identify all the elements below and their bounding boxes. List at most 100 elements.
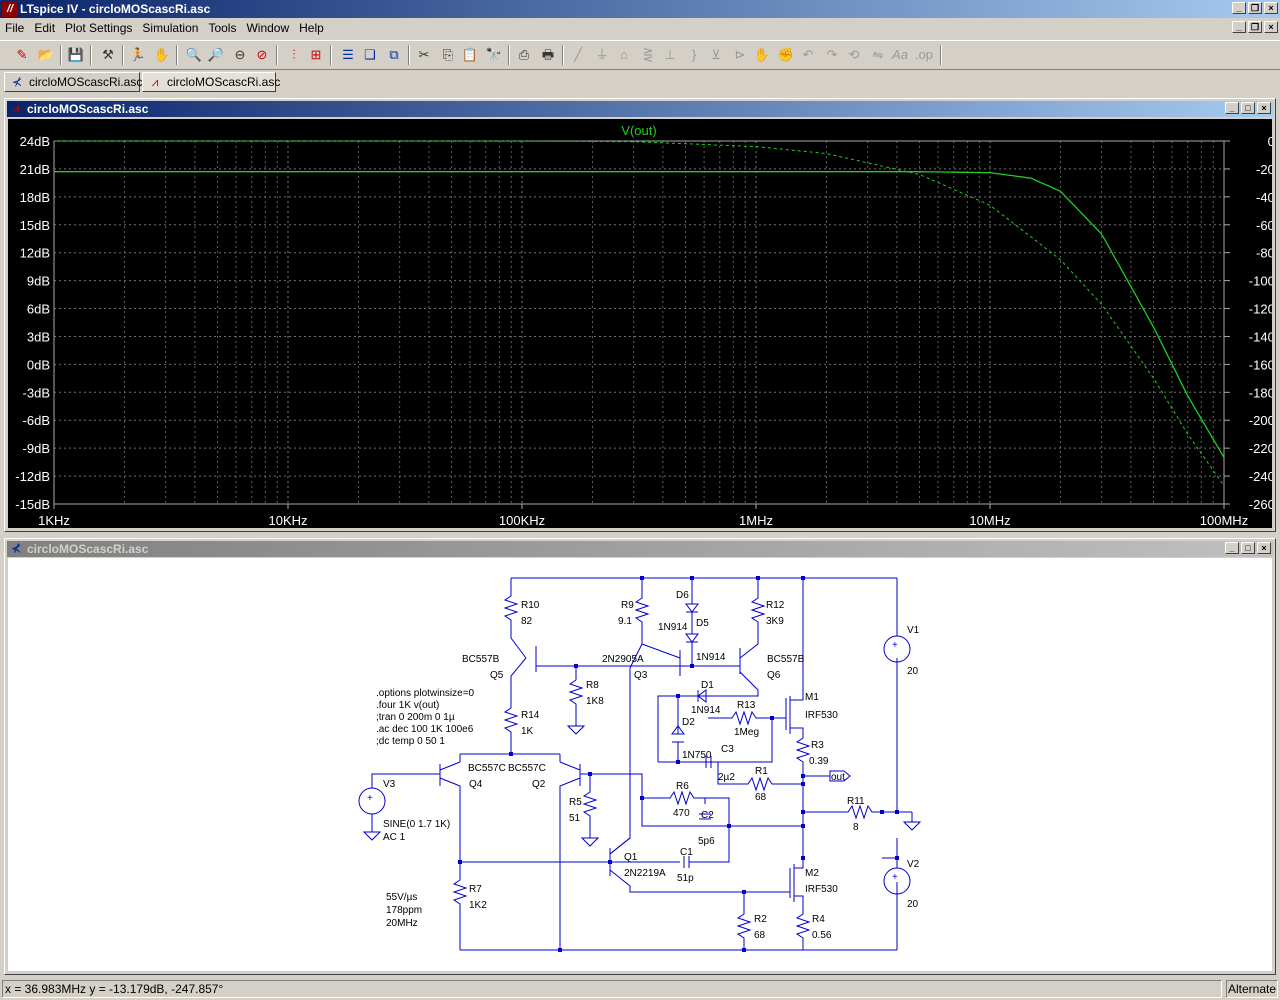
tab-waveform[interactable]: ⩘ circloMOScascRi.asc <box>142 72 280 92</box>
note-text[interactable]: 178ppm <box>386 905 422 916</box>
paste-icon[interactable]: 📋 <box>461 47 479 62</box>
value-R14[interactable]: 1K <box>521 726 534 737</box>
label-Q2[interactable]: Q2 <box>532 779 546 790</box>
value-R6[interactable]: 470 <box>673 808 690 819</box>
cut-icon[interactable]: ✂ <box>418 47 430 62</box>
label-icon[interactable]: ⌂ <box>620 47 628 62</box>
open-icon[interactable]: 📂 <box>37 47 55 62</box>
spice-directive[interactable]: .ac dec 100 1K 100e6 <box>376 724 474 735</box>
halt-icon[interactable]: ✋ <box>153 47 171 62</box>
menu-simulation[interactable]: Simulation <box>142 21 199 35</box>
zoom-in-icon[interactable]: 🔍 <box>185 47 203 62</box>
value-C2[interactable]: 5p6 <box>698 836 715 847</box>
capacitor-icon[interactable]: ⊥ <box>664 47 676 62</box>
print-icon[interactable]: 🖶 <box>541 47 555 62</box>
new-schematic-icon[interactable]: ✎ <box>16 47 28 62</box>
redo-icon[interactable]: ↷ <box>826 47 838 62</box>
schem-close-button[interactable]: × <box>1257 542 1271 554</box>
value-C1[interactable]: 51p <box>677 873 694 884</box>
label-R3[interactable]: R3 <box>811 740 824 751</box>
component-icon[interactable]: ⊳ <box>734 47 746 62</box>
spice-comment[interactable]: ;dc temp 0 50 1 <box>376 736 445 747</box>
label-R9[interactable]: R9 <box>621 600 634 611</box>
label-R11[interactable]: R11 <box>847 796 865 807</box>
schematic-drawing[interactable]: R10 82 R9 9.1 D6 1N914 D5 1N914 R12 3K9 … <box>8 558 1272 971</box>
undo-icon[interactable]: ↶ <box>802 47 814 62</box>
value-R9[interactable]: 9.1 <box>618 616 632 627</box>
out-net-label[interactable]: out <box>831 772 845 783</box>
mdi-close-button[interactable]: × <box>1264 21 1278 33</box>
v3-ac-label[interactable]: AC 1 <box>383 832 406 843</box>
label-R7[interactable]: R7 <box>469 884 482 895</box>
value-D5[interactable]: 1N914 <box>696 652 726 663</box>
label-R12[interactable]: R12 <box>766 600 785 611</box>
value-V1[interactable]: 20 <box>907 666 919 677</box>
label-R1[interactable]: R1 <box>755 766 768 777</box>
label-D6[interactable]: D6 <box>676 590 689 601</box>
value-V3[interactable]: SINE(0 1.7 1K) <box>383 819 450 830</box>
value-M1[interactable]: IRF530 <box>805 710 838 721</box>
control-panel-icon[interactable]: ⚒ <box>102 47 114 62</box>
note-text[interactable]: 55V/µs <box>386 892 417 903</box>
tile-icon[interactable]: ☰ <box>342 47 354 62</box>
menu-edit[interactable]: Edit <box>34 21 56 35</box>
label-Q3[interactable]: Q3 <box>634 670 648 681</box>
zoom-cancel-icon[interactable]: ⊘ <box>256 47 268 62</box>
value-R1[interactable]: 68 <box>755 792 767 803</box>
value-R2[interactable]: 68 <box>754 930 766 941</box>
value-R5[interactable]: 51 <box>569 813 581 824</box>
value-Q3[interactable]: 2N2905A <box>602 654 644 665</box>
label-R2[interactable]: R2 <box>754 914 767 925</box>
menu-plot-settings[interactable]: Plot Settings <box>65 21 133 35</box>
copy-icon[interactable]: ⎘ <box>442 47 454 62</box>
label-R10[interactable]: R10 <box>521 600 540 611</box>
label-C2[interactable]: C2 <box>701 810 714 821</box>
close-all-icon[interactable]: ⧉ <box>389 47 399 62</box>
label-R13[interactable]: R13 <box>737 700 756 711</box>
label-R5[interactable]: R5 <box>569 797 582 808</box>
value-R11[interactable]: 8 <box>853 822 859 833</box>
label-Q5[interactable]: Q5 <box>490 670 504 681</box>
menu-window[interactable]: Window <box>246 21 290 35</box>
minimize-button[interactable]: _ <box>1232 2 1246 14</box>
spice-directive[interactable]: .options plotwinsize=0 <box>376 688 475 699</box>
label-V3[interactable]: V3 <box>383 779 396 790</box>
menu-file[interactable]: File <box>5 21 25 35</box>
label-Q4[interactable]: Q4 <box>469 779 483 790</box>
label-D5[interactable]: D5 <box>696 618 709 629</box>
schem-maximize-button[interactable]: □ <box>1241 542 1255 554</box>
value-D1[interactable]: 1N914 <box>691 705 721 716</box>
spice-directive-icon[interactable]: .op <box>914 47 934 62</box>
value-M2[interactable]: IRF530 <box>805 884 838 895</box>
tab-schematic[interactable]: ⊀ circloMOScascRi.asc <box>4 72 142 92</box>
label-R8[interactable]: R8 <box>586 680 599 691</box>
label-Q6[interactable]: Q6 <box>767 670 781 681</box>
value-V2[interactable]: 20 <box>907 899 919 910</box>
value-R12[interactable]: 3K9 <box>766 616 784 627</box>
move-icon[interactable]: ✋ <box>753 47 771 62</box>
label-C1[interactable]: C1 <box>680 847 693 858</box>
plot-minimize-button[interactable]: _ <box>1225 102 1239 114</box>
schem-minimize-button[interactable]: _ <box>1225 542 1239 554</box>
label-R6[interactable]: R6 <box>676 781 689 792</box>
save-icon[interactable]: 💾 <box>67 47 85 62</box>
value-Q2[interactable]: BC557C <box>508 763 546 774</box>
spice-directive[interactable]: .four 1K v(out) <box>376 700 439 711</box>
zoom-fit-icon[interactable]: ⊞ <box>310 47 322 62</box>
value-R3[interactable]: 0.39 <box>809 756 829 767</box>
bode-plot-chart[interactable]: 24dB21dB18dB15dB12dB9dB6dB3dB0dB-3dB-6dB… <box>8 119 1280 528</box>
value-R8[interactable]: 1K8 <box>586 696 604 707</box>
label-V2[interactable]: V2 <box>907 859 920 870</box>
label-R14[interactable]: R14 <box>521 710 540 721</box>
mirror-icon[interactable]: ⇋ <box>872 47 884 62</box>
inductor-icon[interactable]: } <box>691 47 697 62</box>
resistor-icon[interactable]: ⋛ <box>642 47 654 62</box>
label-D1[interactable]: D1 <box>701 680 714 691</box>
label-Q1[interactable]: Q1 <box>624 852 638 863</box>
value-Q1[interactable]: 2N2219A <box>624 868 666 879</box>
zoom-out-icon[interactable]: ⊖ <box>234 47 246 62</box>
cascade-icon[interactable]: ❏ <box>364 47 376 62</box>
label-V1[interactable]: V1 <box>907 625 920 636</box>
label-R4[interactable]: R4 <box>812 914 825 925</box>
